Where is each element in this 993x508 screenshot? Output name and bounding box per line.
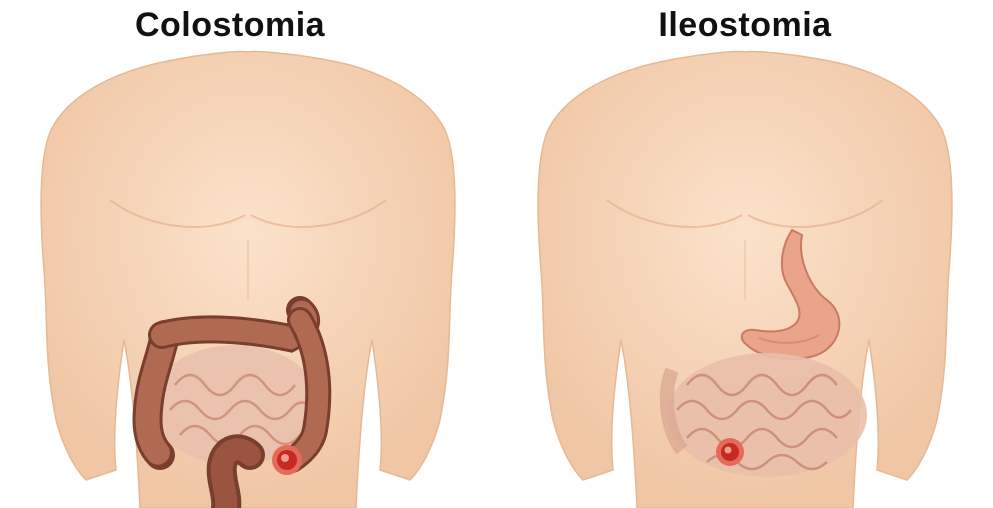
colostomy-panel: Colostomia — [0, 0, 496, 508]
colostomy-illustration — [0, 0, 496, 508]
colostomy-stoma — [272, 445, 302, 475]
small-intestine — [667, 353, 867, 477]
ileostomy-illustration — [497, 0, 993, 508]
ileostomy-stoma — [716, 438, 744, 466]
ileostomy-panel: Ileostomia — [497, 0, 993, 508]
